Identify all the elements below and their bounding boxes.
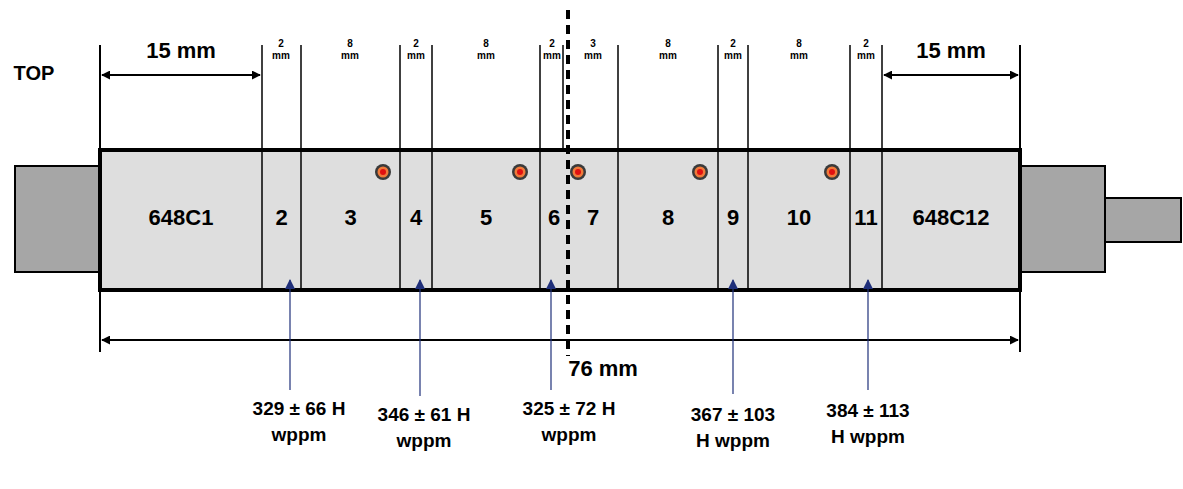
specimen-section: 8	[619, 180, 717, 256]
specimen-section: 10	[749, 180, 849, 256]
section-line	[881, 45, 883, 290]
dimension-arrow	[102, 339, 1018, 341]
label-text: 76 mm	[565, 356, 641, 382]
section-line	[717, 45, 719, 290]
label-text: 2 mm	[724, 38, 742, 61]
specimen-section: 648C1	[101, 180, 261, 256]
label-text: 2 mm	[857, 38, 875, 61]
section-line	[539, 45, 541, 290]
end-stub	[1105, 198, 1181, 242]
label-text: 8 mm	[659, 38, 677, 61]
dimension-label: 15 mm	[106, 38, 256, 64]
hydrogen-value: 367 ± 103 H wppm	[668, 402, 798, 453]
section-line	[617, 45, 619, 290]
dimension-label: 2 mm	[263, 38, 299, 61]
label-text: 8 mm	[341, 38, 359, 61]
label-text: 8 mm	[477, 38, 495, 61]
dimension-arrow	[884, 74, 1018, 76]
section-number: 648C12	[912, 205, 989, 231]
dimension-label: 2 mm	[541, 38, 563, 61]
leader-arrows	[290, 280, 868, 396]
dimension-label: 8 mm	[436, 38, 536, 61]
dimension-label: 2 mm	[719, 38, 747, 61]
dimension-tick	[562, 45, 564, 150]
specimen-section: 648C12	[883, 180, 1019, 256]
label-text: 367 ± 103 H wppm	[685, 402, 781, 453]
section-number: 5	[480, 205, 492, 231]
extension-line	[1019, 45, 1021, 352]
specimen-section: 3	[302, 180, 399, 256]
dimension-label: 15 mm	[886, 38, 1016, 64]
label-text: 2 mm	[407, 38, 425, 61]
hydrogen-value: 329 ± 66 H wppm	[239, 396, 359, 447]
section-line	[747, 45, 749, 290]
dimension-label: 3 mm	[570, 38, 616, 61]
section-line	[431, 45, 433, 290]
section-number: 10	[787, 205, 811, 231]
specimen-section: 9	[719, 180, 747, 256]
label-text: 384 ± 113 H wppm	[820, 398, 916, 449]
label-text: 15 mm	[146, 38, 216, 64]
dimension-label: 76 mm	[548, 356, 658, 382]
dimension-label: 2 mm	[401, 38, 431, 61]
specimen-section: 2	[263, 180, 300, 256]
extension-line	[99, 45, 101, 352]
centre-line	[566, 10, 570, 385]
dimension-arrow	[102, 74, 260, 76]
section-number: 6	[548, 205, 560, 231]
section-number: 4	[410, 205, 422, 231]
label-text: 3 mm	[584, 38, 602, 61]
label-text: 8 mm	[790, 38, 808, 61]
section-line	[261, 45, 263, 290]
section-number: 2	[275, 205, 287, 231]
section-line	[300, 45, 302, 290]
specimen-section: 4	[401, 180, 431, 256]
dimension-label: 8 mm	[620, 38, 716, 61]
section-number: 648C1	[149, 205, 214, 231]
label-text: 2 mm	[272, 38, 290, 61]
section-number: 7	[587, 205, 599, 231]
label-text: 325 ± 72 H wppm	[521, 396, 617, 447]
label-text: 2 mm	[543, 38, 561, 61]
section-lines	[262, 45, 882, 290]
hydrogen-value: 346 ± 61 H wppm	[364, 402, 484, 453]
end-cap	[15, 166, 100, 272]
section-number: 8	[662, 205, 674, 231]
section-line	[849, 45, 851, 290]
sample-dots	[375, 164, 840, 180]
label-text: 15 mm	[916, 38, 986, 64]
section-line	[399, 45, 401, 290]
specimen-section: 7	[569, 180, 617, 256]
section-number: 11	[854, 205, 877, 231]
hydrogen-value: 325 ± 72 H wppm	[507, 396, 631, 447]
end-cap	[1020, 166, 1105, 272]
section-number: 9	[727, 205, 739, 231]
dimension-label: 2 mm	[851, 38, 881, 61]
label-text: 346 ± 61 H wppm	[376, 402, 472, 453]
section-number: 3	[344, 205, 356, 231]
dimension-label: 8 mm	[751, 38, 847, 61]
dimension-label: 8 mm	[305, 38, 395, 61]
hydrogen-value: 384 ± 113 H wppm	[803, 398, 933, 449]
specimen-section: 11	[851, 180, 881, 256]
label-text: TOP	[14, 62, 55, 85]
top-marker: TOP	[4, 62, 64, 85]
specimen-section: 6	[541, 180, 567, 256]
specimen-section: 5	[433, 180, 539, 256]
label-text: 329 ± 66 H wppm	[251, 396, 347, 447]
